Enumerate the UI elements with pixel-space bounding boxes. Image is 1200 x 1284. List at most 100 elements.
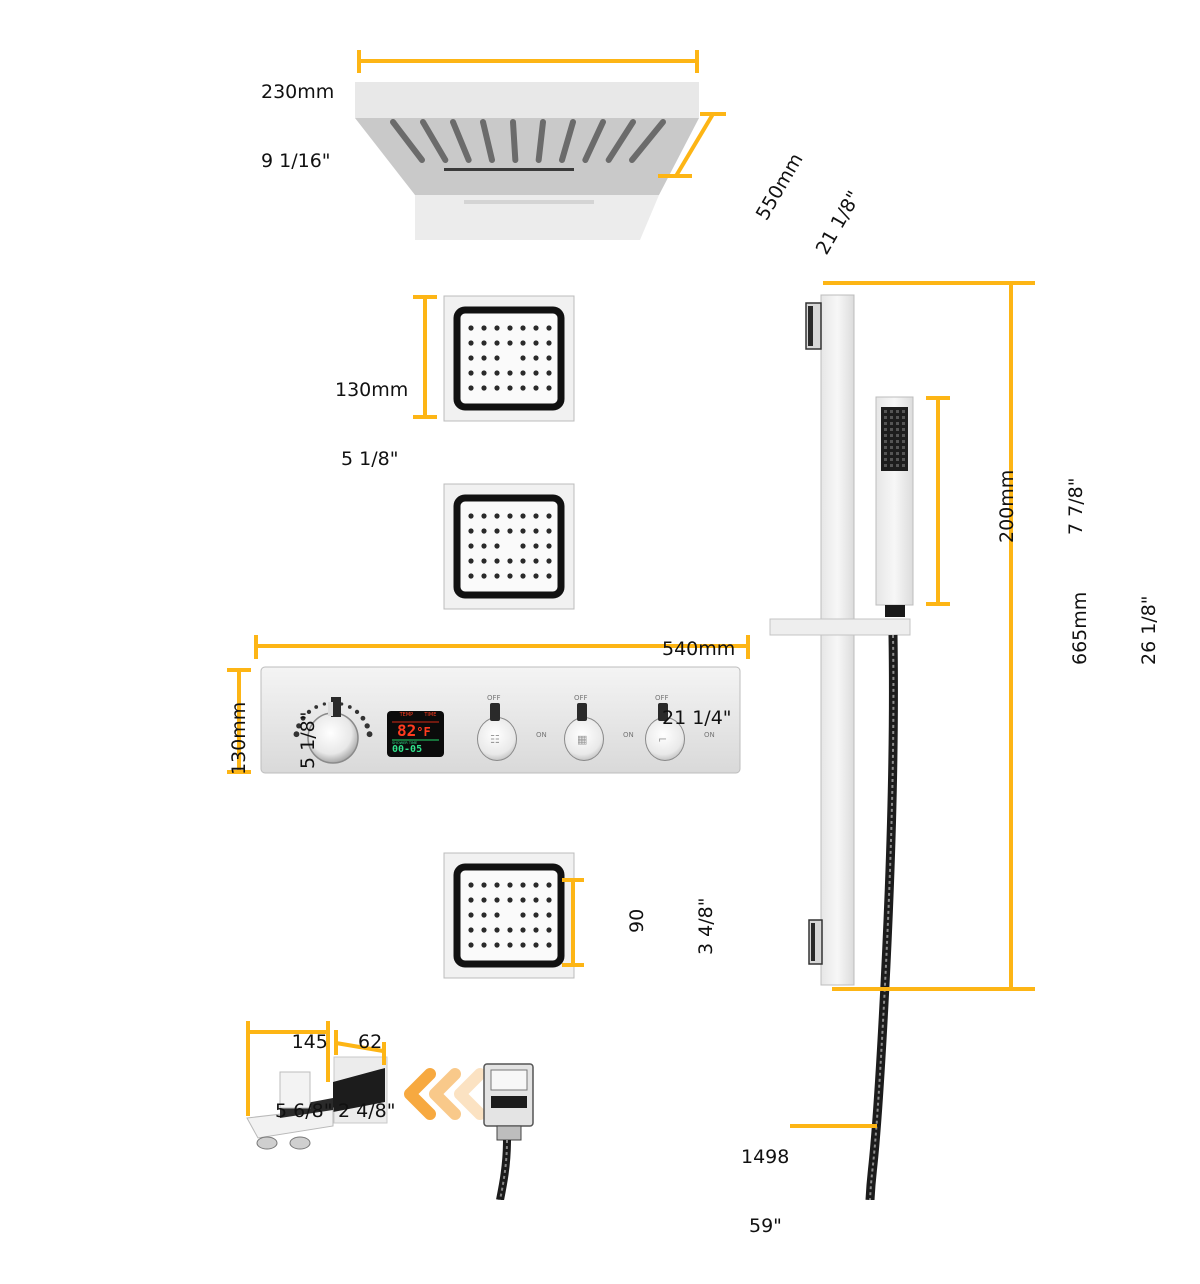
label-spout-plate: 62 2 4/8" [338, 985, 395, 1169]
valve-knob[interactable] [564, 717, 604, 761]
rain-head-lower-slot [464, 200, 594, 204]
dimension-hand-shower-length [926, 396, 950, 606]
label-body-jet-inner: 90 3 4/8" [580, 898, 764, 955]
chevron-arrow-icon [404, 1068, 436, 1120]
display-time-label: TIME [424, 712, 437, 718]
jet-nozzle [481, 942, 487, 948]
jet-nozzle [468, 942, 474, 948]
valve-lever[interactable] [658, 703, 668, 721]
jet-nozzle [520, 882, 526, 888]
metric-value: 62 [358, 1031, 383, 1053]
valve-off-label: OFF [574, 694, 588, 702]
imperial-value: 21 1/8" [811, 187, 866, 259]
jet-nozzle [546, 340, 552, 346]
jet-nozzle [494, 340, 500, 346]
metric-value: 550mm [751, 149, 808, 224]
jet-nozzle [494, 513, 500, 519]
body-jet-bottom [443, 852, 575, 979]
jet-nozzle [481, 528, 487, 534]
label-rain-head-width: 230mm 9 1/16" [261, 35, 334, 219]
valve-on-label: ON [704, 731, 715, 739]
jet-nozzle [546, 558, 552, 564]
jet-nozzle [546, 912, 552, 918]
jet-nozzle [494, 882, 500, 888]
jet-nozzle [533, 882, 539, 888]
jet-nozzle [533, 942, 539, 948]
imperial-value: 2 4/8" [338, 1100, 396, 1122]
dimension-spout-plate [334, 1030, 386, 1065]
hand-shower[interactable] [875, 396, 914, 617]
jet-nozzle [520, 325, 526, 331]
jet-nozzle [507, 528, 513, 534]
jet-nozzle [546, 385, 552, 391]
jet-nozzle [546, 513, 552, 519]
dimension-panel-width [254, 635, 750, 659]
jet-nozzle [494, 528, 500, 534]
jet-nozzle [520, 340, 526, 346]
jet-nozzle [546, 355, 552, 361]
rain-head-top-face [355, 82, 699, 118]
body-jet-top [443, 295, 575, 422]
imperial-value: 5 1/8" [341, 448, 399, 470]
jet-nozzle [481, 385, 487, 391]
slide-bar-rail [820, 294, 855, 986]
digital-display [387, 711, 444, 757]
jet-nozzle [533, 340, 539, 346]
metric-value: 130mm [335, 379, 409, 401]
thermostat-knob[interactable] [307, 697, 359, 764]
jet-nozzle [494, 370, 500, 376]
jet-nozzle [546, 897, 552, 903]
label-panel-height: 130mm 5 1/8" [182, 702, 366, 775]
slide-bar-holder[interactable] [769, 618, 911, 636]
display-temperature: 82°F [397, 722, 431, 741]
jet-nozzle [494, 558, 500, 564]
jet-nozzle [494, 355, 500, 361]
jet-nozzle [533, 513, 539, 519]
dimension-rain-head-depth [658, 112, 726, 178]
jet-nozzle [494, 543, 500, 549]
chevron-arrow-icon [429, 1068, 461, 1120]
jet-nozzle [507, 573, 513, 579]
jet-nozzle [481, 340, 487, 346]
dimension-spout-length [246, 1021, 330, 1116]
imperial-value: 9 1/16" [261, 150, 331, 172]
jet-nozzle [507, 513, 513, 519]
jet-nozzle [520, 355, 526, 361]
rain-head-lower-face [415, 195, 659, 240]
metric-value: 145 [291, 1031, 328, 1053]
diverter-knob[interactable] [279, 1071, 311, 1109]
valve-knob[interactable] [645, 717, 685, 761]
metric-value: 200mm [996, 469, 1018, 543]
label-panel-width: 540mm 21 1/4" [662, 592, 735, 776]
jet-nozzle [468, 528, 474, 534]
body-jet-middle [443, 483, 575, 610]
jet-nozzle [533, 558, 539, 564]
jet-nozzle [468, 927, 474, 933]
jet-nozzle [507, 340, 513, 346]
display-header: TEMP TIME [394, 712, 442, 718]
label-hose-length: 1498 59" [741, 1100, 789, 1284]
jet-nozzle [481, 558, 487, 564]
shower-hose [865, 634, 898, 1200]
display-timer-label: SHOWER TIME [392, 741, 418, 745]
jet-nozzle [468, 897, 474, 903]
jet-nozzle [520, 513, 526, 519]
imperial-value: 59" [749, 1215, 782, 1237]
metric-value: 665mm [1069, 591, 1091, 665]
jet-nozzle [533, 385, 539, 391]
jet-nozzle [520, 543, 526, 549]
jet-nozzle [481, 513, 487, 519]
valve-lever[interactable] [577, 703, 587, 721]
jet-nozzle [546, 927, 552, 933]
valve-lever[interactable] [490, 703, 500, 721]
jet-nozzle [494, 385, 500, 391]
jet-nozzle [507, 942, 513, 948]
rain-shower-head [355, 82, 699, 240]
jet-nozzle [546, 528, 552, 534]
metric-value: 1498 [741, 1146, 790, 1168]
imperial-value: 5 6/8" [275, 1100, 333, 1122]
valve-off-label: OFF [487, 694, 501, 702]
imperial-value: 5 1/8" [297, 711, 319, 769]
jet-nozzle [468, 513, 474, 519]
display-temp-label: TEMP [399, 712, 414, 718]
